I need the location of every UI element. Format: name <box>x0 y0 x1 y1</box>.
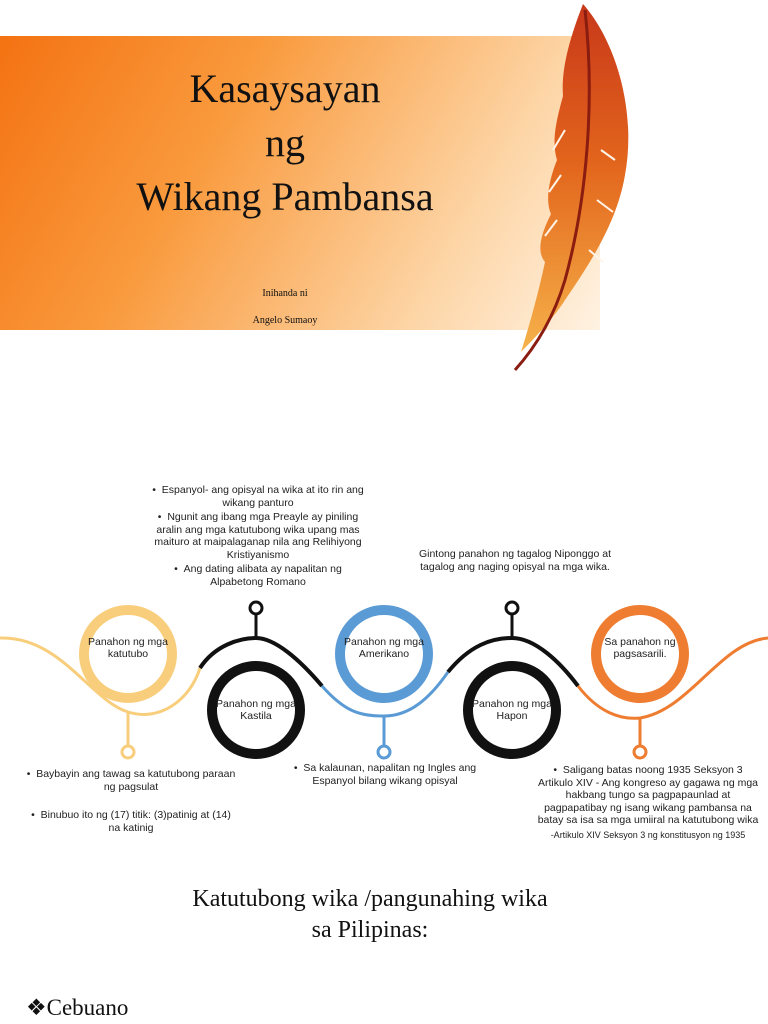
cover-title: Kasaysayan ng Wikang Pambansa <box>60 62 510 224</box>
note-hapon: Gintong panahon ng tagalog Niponggo at t… <box>418 548 612 573</box>
note-katutubo-item: Baybayin ang tawag sa katutubong paraan … <box>26 768 236 793</box>
note-amerikano: Sa kalaunan, napalitan ng Ingles ang Esp… <box>280 762 490 789</box>
note-amerikano-item: Sa kalaunan, napalitan ng Ingles ang Esp… <box>280 762 490 787</box>
note-kastila: Espanyol- ang opisyal na wika at ito rin… <box>148 484 368 590</box>
note-pagsasarili-item: Saligang batas noong 1935 Seksyon 3 Arti… <box>536 764 760 827</box>
period-label-amerikano: Panahon ng mga Amerikano <box>344 636 424 660</box>
feather-icon <box>513 4 629 372</box>
period-label-katutubo: Panahon ng mga katutubo <box>88 636 168 660</box>
period-label-pagsasarili: Sa panahon ng pagsasarili. <box>604 636 676 660</box>
note-kastila-item: Ang dating alibata ay napalitan ng Alpab… <box>148 563 368 588</box>
section-title-line-1: Katutubong wika /pangunahing wika <box>192 886 548 912</box>
language-list-item: ❖Cebuano <box>26 995 128 1021</box>
timeline-graphic <box>0 600 768 760</box>
section-title-line-2: sa Pilipinas: <box>311 917 429 943</box>
note-katutubo-item: Binubuo ito ng (17) titik: (3)patinig at… <box>26 809 236 834</box>
note-kastila-item: Ngunit ang ibang mga Preayle ay piniling… <box>148 511 368 561</box>
note-pagsasarili-source: -Artikulo XIV Seksyon 3 ng konstitusyon … <box>550 829 746 840</box>
period-label-hapon: Panahon ng mga Hapon <box>472 698 552 722</box>
cover-banner <box>0 36 600 330</box>
note-pagsasarili: Saligang batas noong 1935 Seksyon 3 Arti… <box>536 764 760 841</box>
note-katutubo: Baybayin ang tawag sa katutubong paraan … <box>26 768 236 836</box>
author-name: Angelo Sumaoy <box>252 315 318 326</box>
diamond-bullet-icon: ❖ <box>26 995 47 1020</box>
title-line-1: Kasaysayan <box>189 66 381 111</box>
period-label-kastila: Panahon ng mga Kastila <box>216 698 296 722</box>
language-name: Cebuano <box>46 995 129 1020</box>
section-title: Katutubong wika /pangunahing wika sa Pil… <box>120 884 620 946</box>
note-kastila-item: Espanyol- ang opisyal na wika at ito rin… <box>148 484 368 509</box>
title-line-2: ng <box>265 120 305 165</box>
title-line-3: Wikang Pambansa <box>136 174 434 219</box>
prepared-by-label: Inihanda ni <box>262 288 308 299</box>
